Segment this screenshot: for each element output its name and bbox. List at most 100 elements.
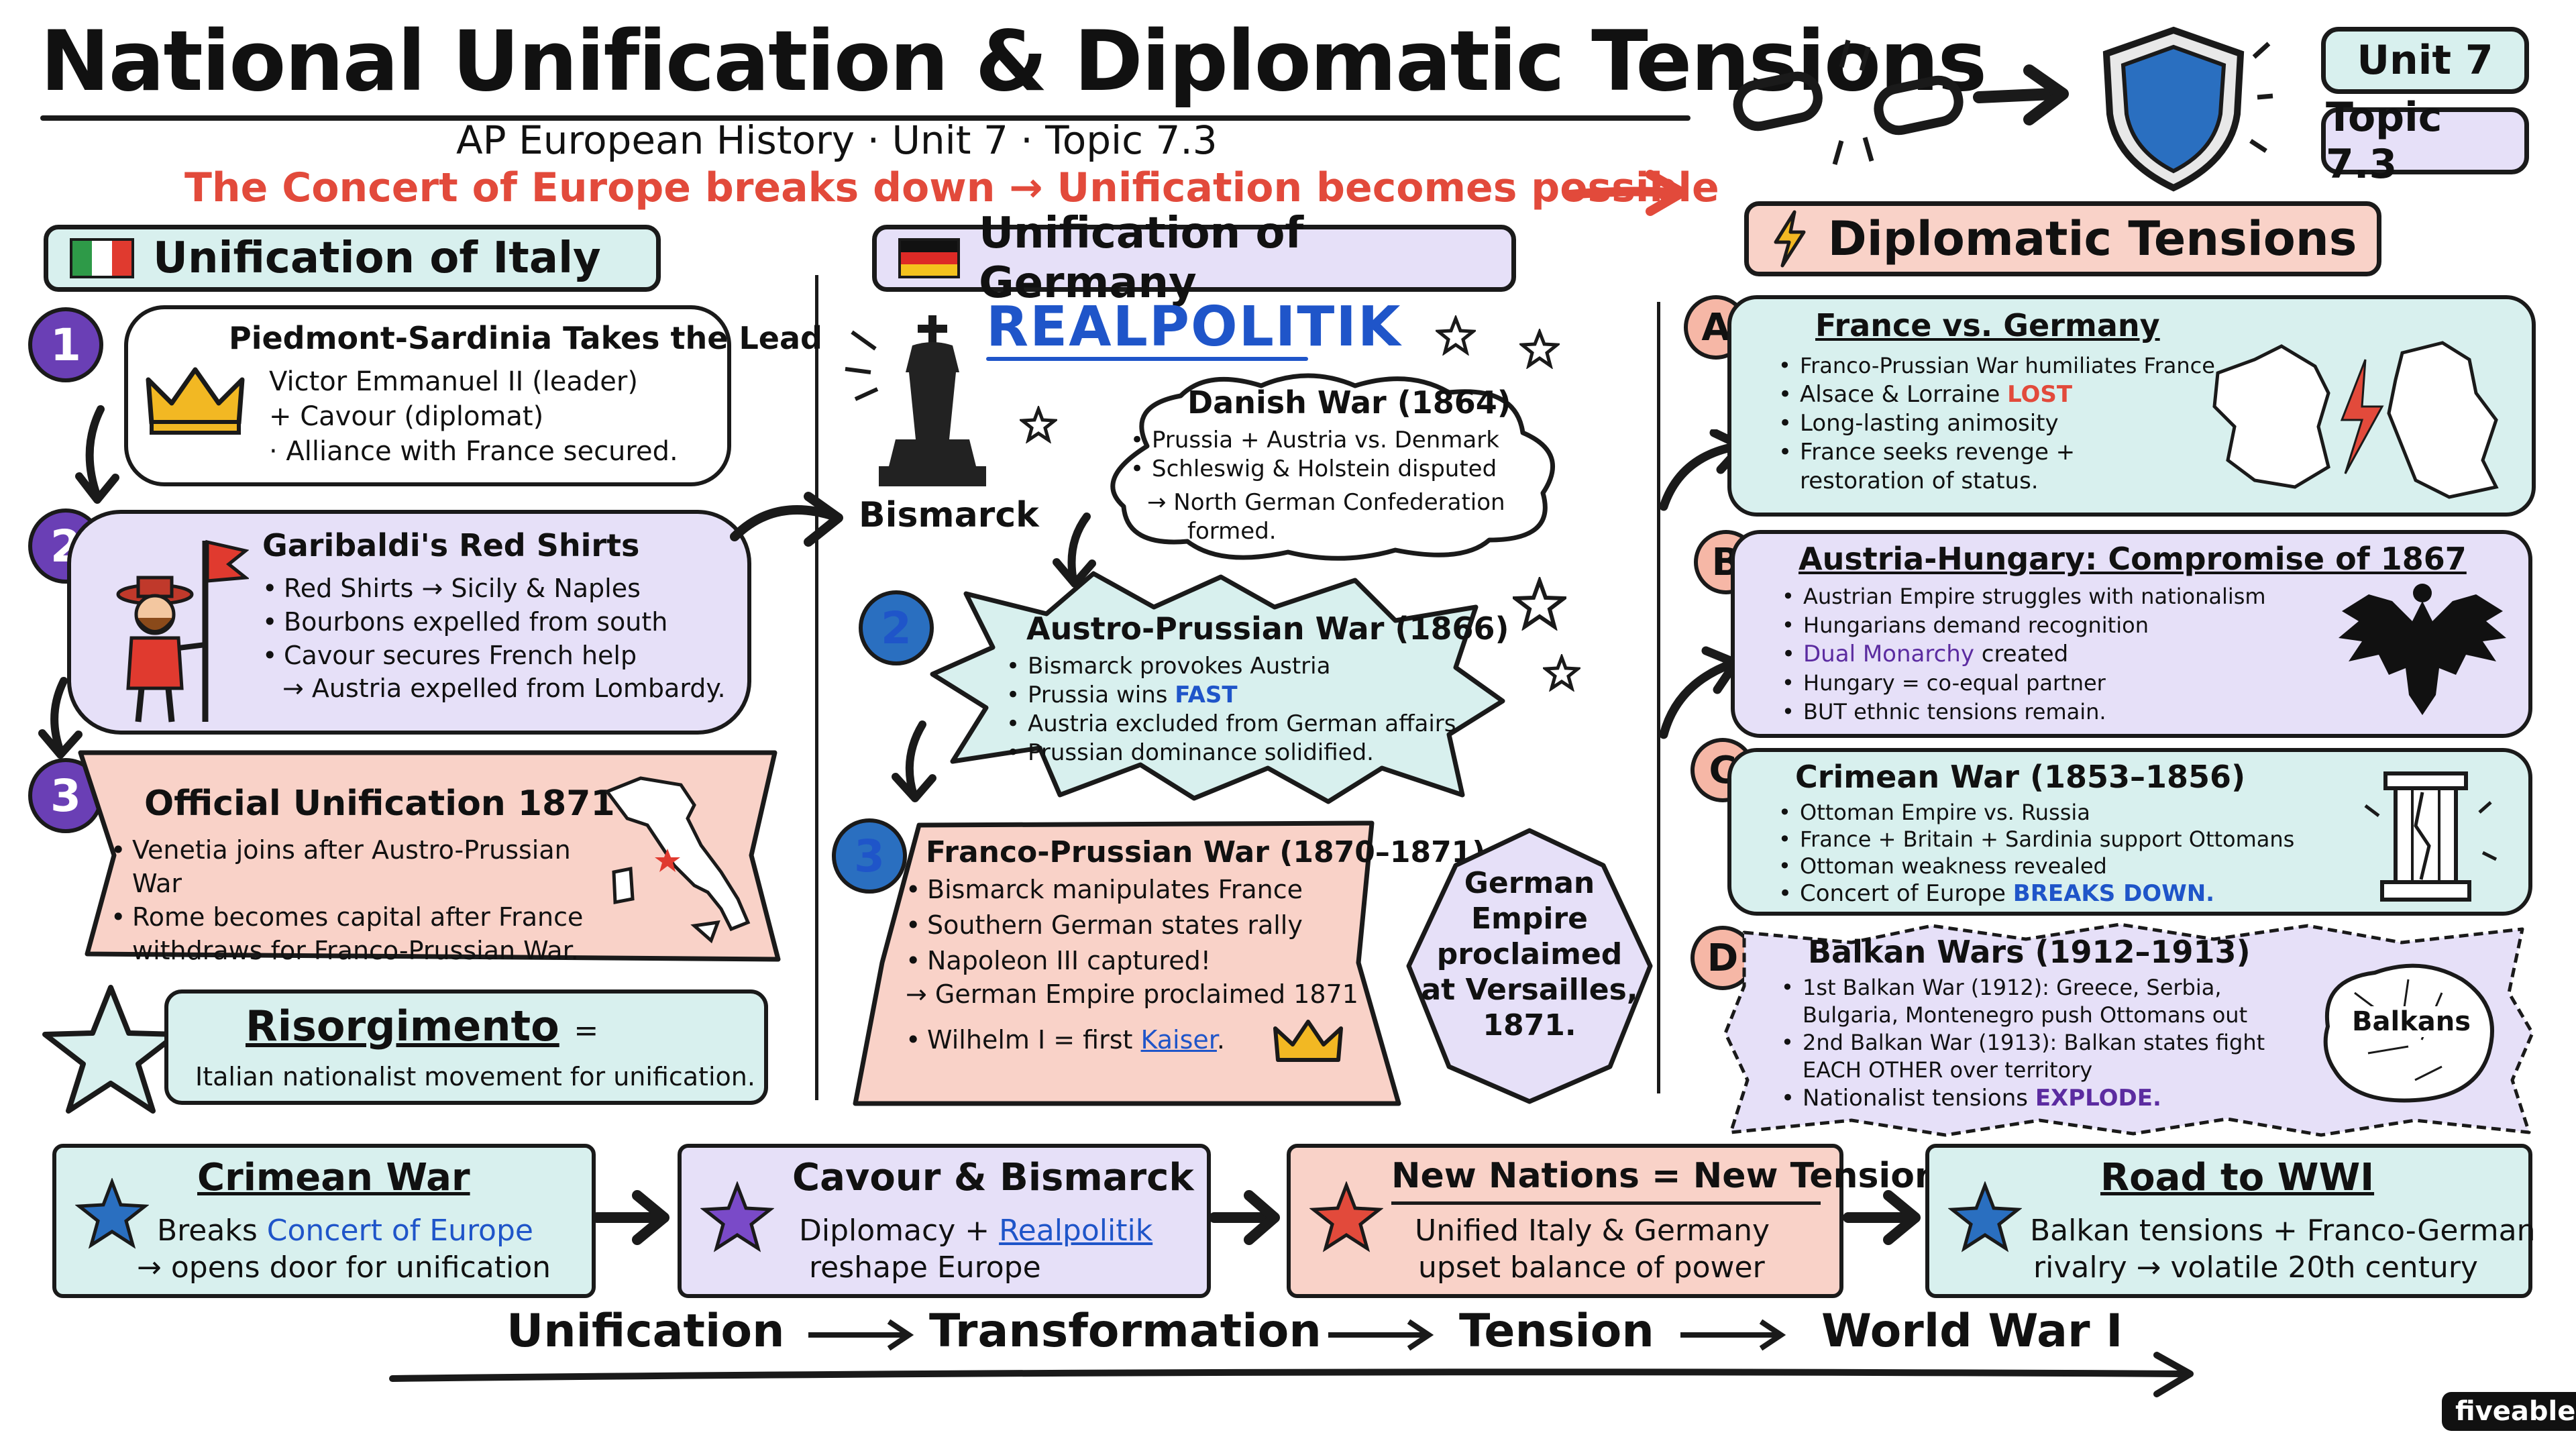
- star-icon: [1309, 1181, 1383, 1252]
- summary-text: upset balance of power: [1418, 1250, 1765, 1285]
- kaiser-emphasis: Kaiser: [1140, 1025, 1217, 1055]
- austro-war-bullet: Prussia wins FAST: [1006, 681, 1476, 710]
- italy-step2-title: Garibaldi's Red Shirts: [262, 527, 640, 564]
- tension-b-title: Austria-Hungary: Compromise of 1867: [1799, 541, 2467, 577]
- tension-a-bullet: Long-lasting animosity: [1778, 409, 2248, 438]
- summary-card-crimean: Crimean War Breaks Concert of Europe → o…: [52, 1144, 596, 1298]
- franco-war-bullet: Bismarck manipulates France: [906, 872, 1375, 908]
- summary-card-road-wwi: Road to WWI Balkan tensions + Franco-Ger…: [1925, 1144, 2536, 1298]
- star-icon: [75, 1178, 149, 1249]
- step-number: 3: [28, 758, 103, 833]
- italy-step3-title: Official Unification 1871: [144, 784, 615, 824]
- tension-b-bullet: Hungary = co-equal partner: [1782, 669, 2318, 698]
- summary-title: Cavour & Bismarck: [792, 1156, 1194, 1199]
- france-germany-map-icon: [2212, 341, 2499, 499]
- summary-card-cavour: Cavour & Bismarck Diplomacy + Realpoliti…: [678, 1144, 1211, 1298]
- austro-war-bullet: Bismarck provokes Austria: [1006, 652, 1476, 681]
- italy-step1-line: Victor Emmanuel II (leader): [269, 366, 638, 397]
- tension-b-bullet: BUT ethnic tensions remain.: [1782, 698, 2318, 727]
- italy-step2-result: → Austria expelled from Lombardy.: [282, 674, 726, 703]
- star-icon: [1020, 406, 1057, 443]
- danish-war-title: Danish War (1864): [1187, 384, 1511, 421]
- right-arrow-icon: [1973, 64, 2069, 125]
- austro-war-title: Austro-Prussian War (1866): [1026, 610, 1509, 647]
- step-number: 3: [832, 818, 907, 894]
- tension-a-bullet-text: Alsace & Lorraine: [1800, 381, 2008, 408]
- timeline-step: World War I: [1821, 1305, 2123, 1358]
- flow-arrow-icon: [1053, 513, 1096, 588]
- tension-c-title: Crimean War (1853–1856): [1795, 759, 2246, 795]
- italy-step2-card: Garibaldi's Red Shirts Red Shirts → Sici…: [67, 510, 751, 735]
- italy-flag-icon: [70, 238, 134, 278]
- italy-step1-title: Piedmont-Sardinia Takes the Lead: [229, 320, 822, 356]
- flow-arrow-icon: [38, 677, 83, 759]
- tension-b-card: Austria-Hungary: Compromise of 1867 Aust…: [1731, 530, 2532, 738]
- austro-war-bullet-text: Prussia wins: [1028, 682, 1175, 708]
- risorgimento-definition: Italian nationalist movement for unifica…: [195, 1062, 755, 1091]
- danish-war-bullet: Schleswig & Holstein disputed: [1130, 455, 1560, 484]
- star-icon: [1519, 329, 1560, 369]
- summary-text: → opens door for unification: [137, 1250, 551, 1285]
- summary-title: Crimean War: [197, 1156, 470, 1199]
- page-title: National Unification & Diplomatic Tensio…: [40, 13, 1987, 110]
- realpolitik-label: REALPOLITIK: [986, 295, 1402, 359]
- summary-text: Breaks: [157, 1214, 267, 1248]
- summary-title: New Nations = New Tensions: [1391, 1156, 1960, 1196]
- garibaldi-figure-icon: [116, 539, 249, 722]
- bismarck-label: Bismarck: [859, 495, 1039, 535]
- risorgimento-term: Risorgimento: [246, 1002, 559, 1051]
- lost-emphasis: LOST: [2007, 381, 2073, 408]
- franco-war-title: Franco-Prussian War (1870–1871): [926, 835, 1486, 869]
- right-arrow-icon: [592, 1190, 669, 1245]
- double-eagle-icon: [2339, 584, 2506, 715]
- crown-icon: [1273, 1020, 1343, 1062]
- italy-step3-bullet: Venetia joins after Austro-Prussian War: [111, 833, 594, 900]
- star-icon: [42, 985, 179, 1114]
- broken-chain-icon: [1733, 40, 1964, 165]
- right-arrow-icon: [1843, 1190, 1921, 1245]
- fast-emphasis: FAST: [1175, 682, 1238, 708]
- franco-war-result: → German Empire proclaimed 1871: [906, 979, 1358, 1009]
- right-arrow-icon: [1680, 1319, 1786, 1351]
- tension-c-bullet: Concert of Europe BREAKS DOWN.: [1778, 879, 2349, 908]
- summary-emphasis: Realpolitik: [999, 1214, 1153, 1248]
- breaks-down-emphasis: BREAKS DOWN.: [2012, 880, 2215, 907]
- tension-b-bullet-text: created: [1974, 641, 2069, 667]
- italy-step2-bullet: Cavour secures French help: [262, 639, 745, 672]
- right-arrow-icon: [1209, 1190, 1280, 1245]
- summary-text: rivalry → volatile 20th century: [2033, 1250, 2478, 1285]
- italy-header: Unification of Italy: [44, 225, 661, 292]
- danish-war-bullet: Prussia + Austria vs. Denmark: [1130, 426, 1560, 455]
- tension-b-bullet: Austrian Empire struggles with nationali…: [1782, 582, 2318, 611]
- step-number: 1: [28, 307, 103, 382]
- summary-text: reshape Europe: [809, 1250, 1041, 1285]
- unit-tag: Unit 7: [2321, 27, 2529, 94]
- italy-step3-bullet: Rome becomes capital after France withdr…: [111, 900, 594, 967]
- summary-emphasis: Concert of Europe: [266, 1214, 533, 1248]
- tensions-header: Diplomatic Tensions: [1744, 201, 2381, 276]
- italy-step1-card: Piedmont-Sardinia Takes the Lead Victor …: [124, 305, 822, 486]
- italy-step1-line: + Cavour (diplomat): [269, 401, 544, 432]
- empire-badge-text: German Empire proclaimed at Versailles, …: [1421, 866, 1638, 1042]
- chess-king-icon: [845, 315, 986, 486]
- flow-arrow-icon: [892, 720, 936, 802]
- franco-war-bullet: Southern German states rally: [906, 908, 1375, 943]
- tension-d-bullet: 1st Balkan War (1912): Greece, Serbia, B…: [1781, 974, 2318, 1029]
- empire-badge-shape: [1406, 828, 1653, 1104]
- tension-a-title: France vs. Germany: [1815, 307, 2160, 343]
- tagline: The Concert of Europe breaks down → Unif…: [184, 164, 1719, 211]
- lightning-icon: [1774, 210, 1806, 268]
- austro-war-bullet: Austria excluded from German affairs: [1006, 710, 1476, 739]
- tension-a-bullet: Franco-Prussian War humiliates France: [1778, 352, 2248, 380]
- tension-d-bullet-text: Nationalist tensions: [1803, 1085, 2035, 1112]
- danish-war-result: → North German Confederation formed.: [1147, 489, 1505, 545]
- star-icon: [700, 1181, 774, 1252]
- germany-header: Unification of Germany: [872, 209, 1516, 308]
- summary-card-new-nations: New Nations = New Tensions Unified Italy…: [1287, 1144, 1960, 1298]
- germany-header-label: Unification of Germany: [979, 209, 1304, 308]
- flow-arrow-icon: [75, 405, 119, 504]
- tension-a-bullet: Alsace & Lorraine LOST: [1778, 380, 2248, 409]
- summary-text: Balkan tensions + Franco-German: [2030, 1214, 2536, 1248]
- tension-c-bullet: France + Britain + Sardinia support Otto…: [1778, 826, 2349, 853]
- italy-header-label: Unification of Italy: [153, 233, 601, 283]
